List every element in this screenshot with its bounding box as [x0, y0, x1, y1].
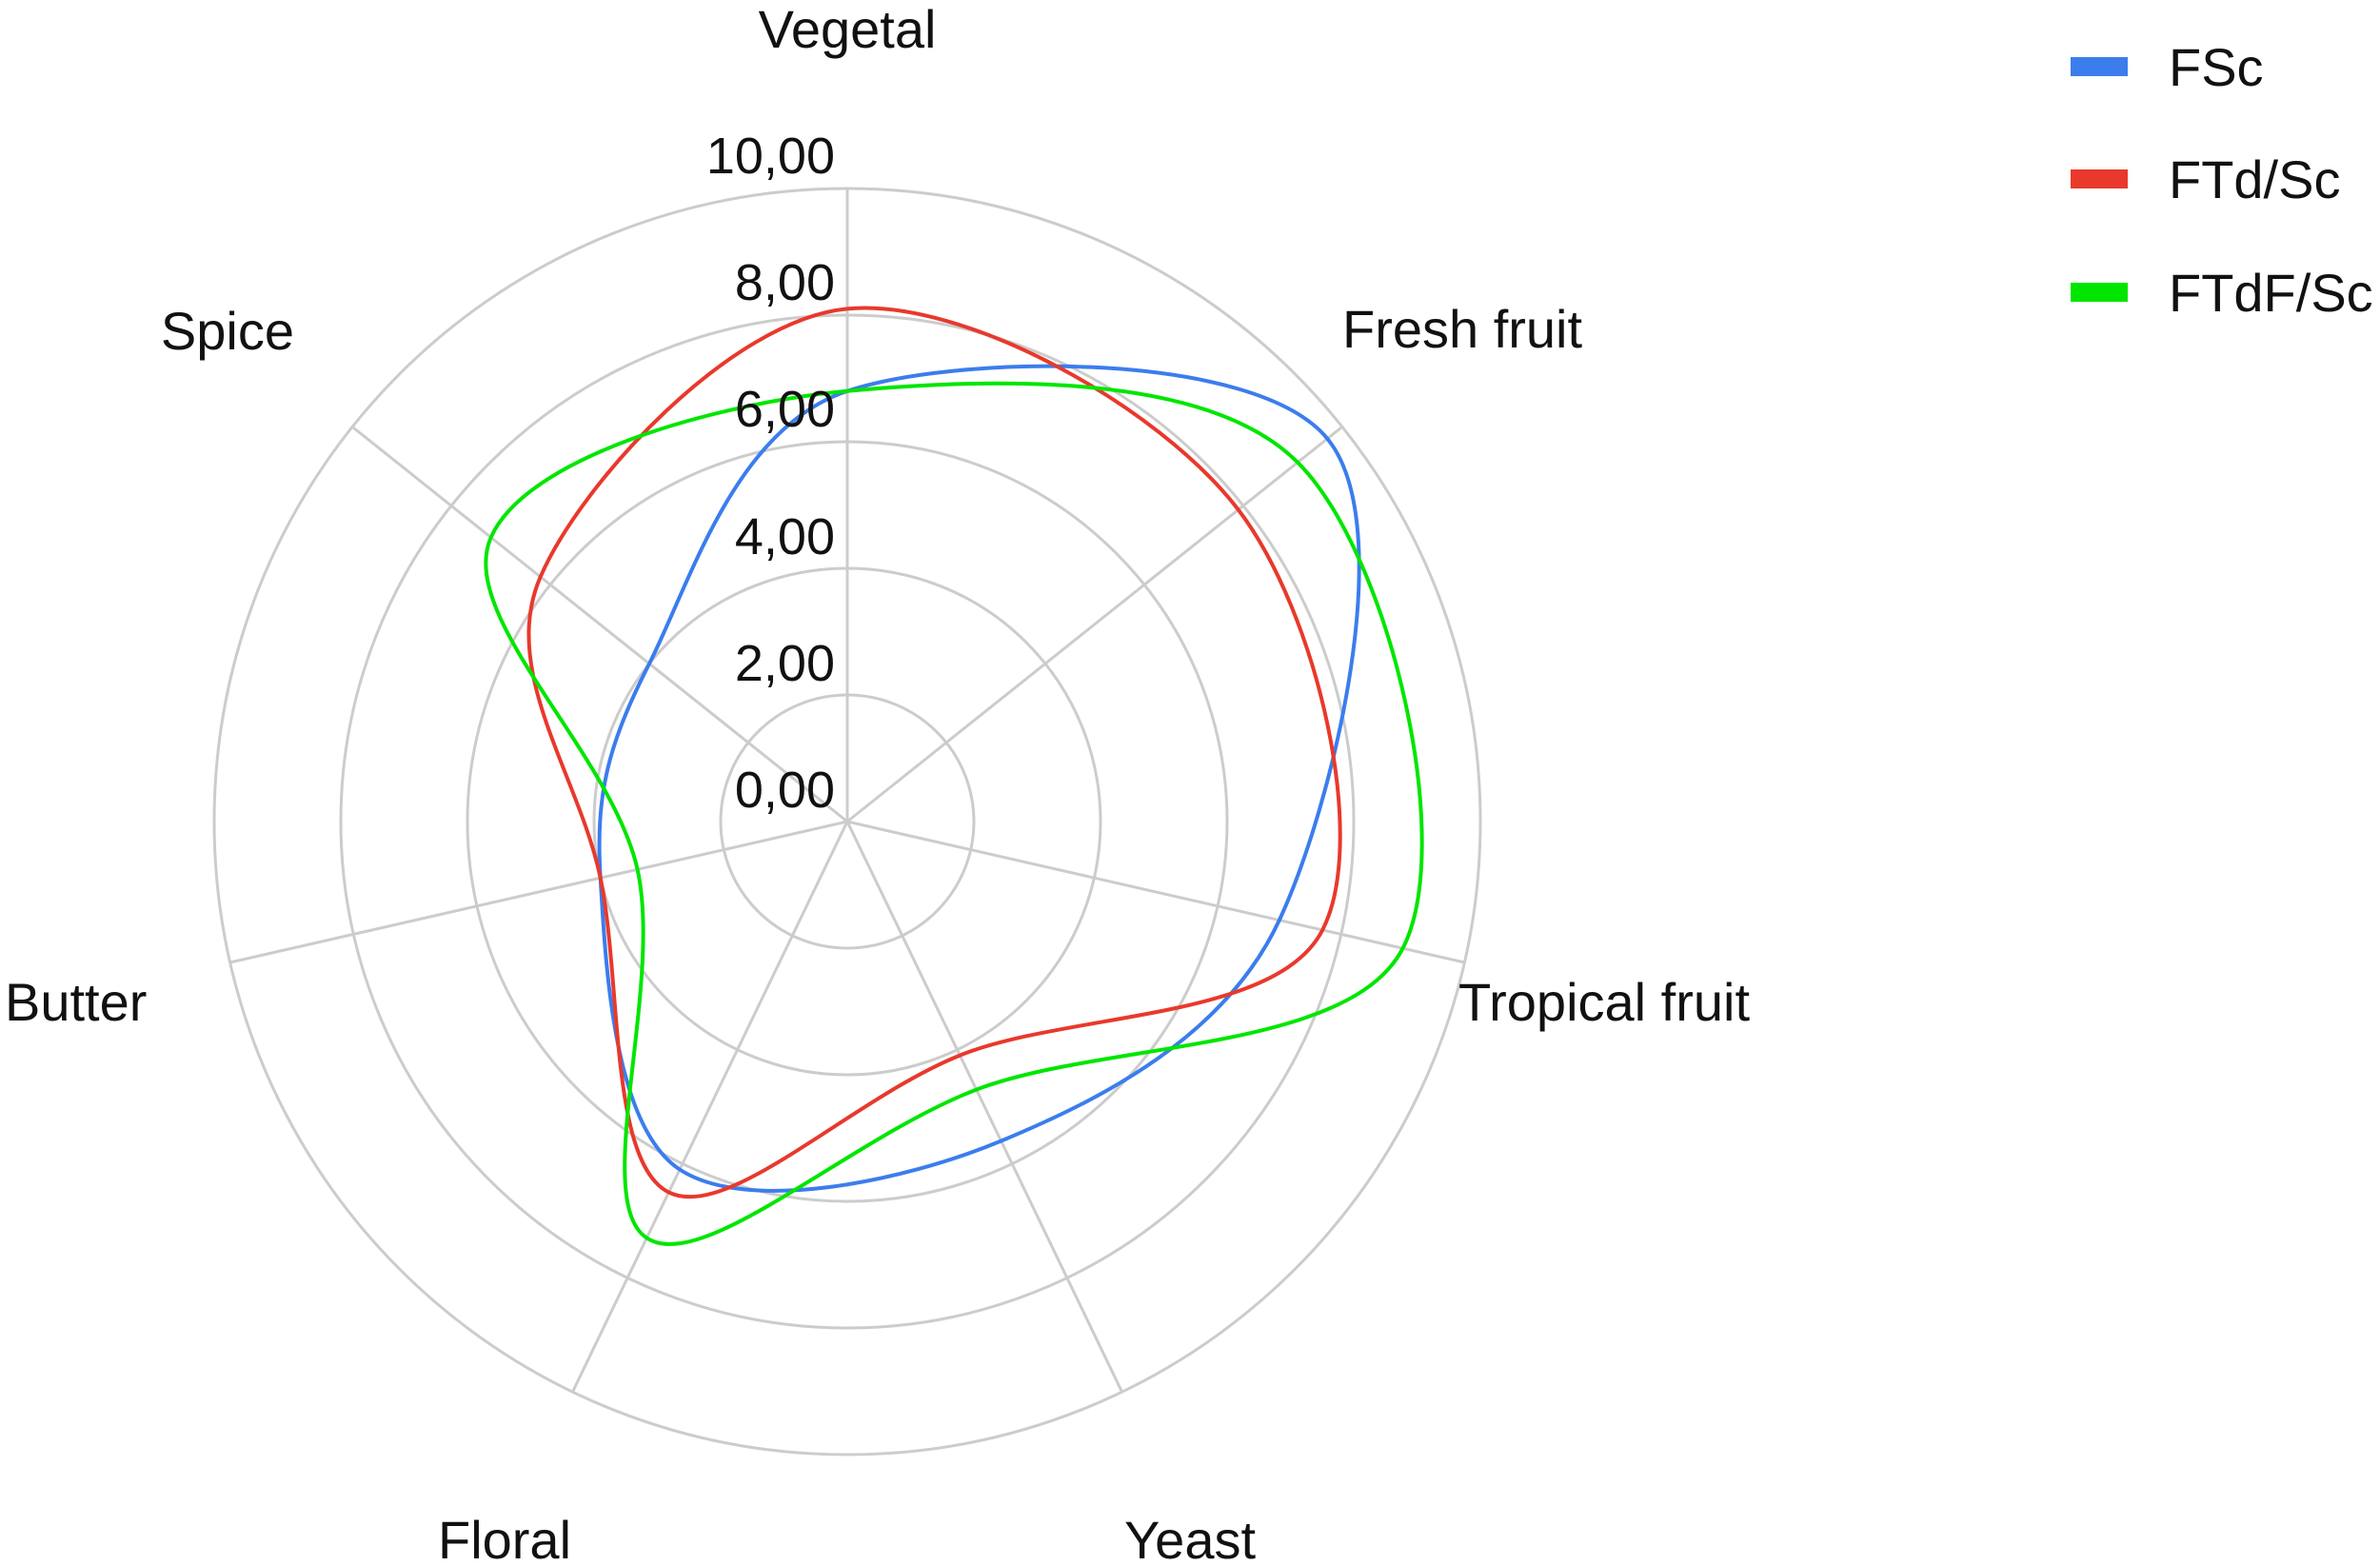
axis-label-fresh-fruit: Fresh fruit — [1342, 299, 1582, 359]
series-line-ftd-sc — [526, 306, 1342, 1199]
grid-spoke — [229, 820, 848, 964]
tick-label-10: 10,00 — [706, 128, 835, 185]
axis-label-butter: Butter — [5, 972, 147, 1032]
legend-item-ftdf-sc[interactable]: FTdF/Sc — [2071, 263, 2373, 323]
legend-swatch-fsc — [2071, 57, 2128, 76]
tick-label-2: 2,00 — [735, 635, 835, 692]
grid-spoke — [351, 426, 848, 823]
axis-label-spice: Spice — [161, 301, 294, 361]
legend-item-ftd-sc[interactable]: FTd/Sc — [2071, 149, 2340, 209]
grid-spoke — [571, 821, 849, 1393]
series-line-fsc — [597, 364, 1361, 1193]
radar-grid — [212, 187, 1482, 1457]
axis-label-floral: Floral — [438, 1510, 571, 1566]
legend-item-fsc[interactable]: FSc — [2071, 37, 2264, 97]
legend-swatch-ftdf-sc — [2071, 283, 2128, 302]
legend-swatch-ftd-sc — [2071, 169, 2128, 188]
tick-label-6: 6,00 — [735, 381, 835, 438]
grid-spoke — [845, 821, 1123, 1393]
tick-label-8: 8,00 — [735, 254, 835, 311]
grid-spoke — [846, 820, 1465, 964]
tick-label-4: 4,00 — [735, 508, 835, 565]
axis-labels: Vegetal Fresh fruit Tropical fruit Yeast… — [5, 0, 1750, 1566]
legend-label-ftd-sc: FTd/Sc — [2169, 149, 2340, 209]
tick-label-0: 0,00 — [735, 762, 835, 819]
legend-label-ftdf-sc: FTdF/Sc — [2169, 263, 2373, 323]
axis-label-tropical-fruit: Tropical fruit — [1458, 972, 1750, 1032]
axis-label-vegetal: Vegetal — [759, 0, 937, 59]
legend: FSc FTd/Sc FTdF/Sc — [2071, 37, 2373, 323]
grid-spoke — [846, 426, 1343, 823]
axis-label-yeast: Yeast — [1124, 1510, 1257, 1566]
radar-series — [484, 306, 1424, 1246]
series-line-ftdf-sc — [484, 381, 1424, 1246]
legend-label-fsc: FSc — [2169, 37, 2264, 97]
radial-tick-labels: 10,00 8,00 6,00 4,00 2,00 0,00 — [706, 128, 835, 819]
